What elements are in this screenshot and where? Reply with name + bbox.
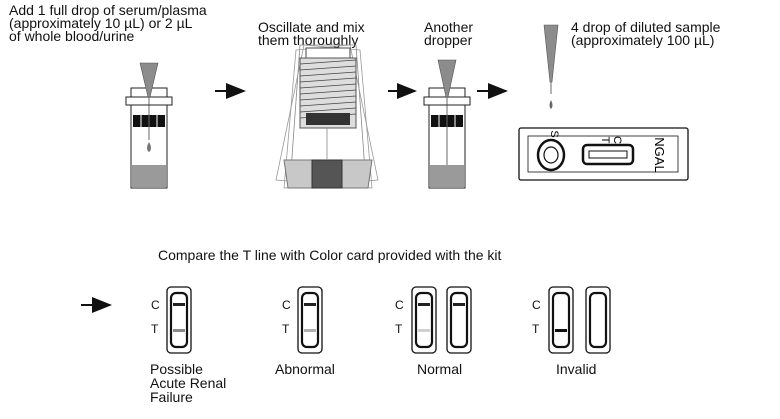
step3-text: Another dropper [424, 19, 474, 48]
strip-window-3 [449, 291, 469, 349]
step2-text: Oscillate and mix them thoroughly [258, 19, 365, 48]
oscillating-tubes [275, 44, 379, 189]
strip-window-0 [169, 291, 189, 349]
result-label-1: Abnormal [275, 361, 335, 377]
mark-t-1: T [151, 322, 159, 336]
instruction-text: Compare the T line with Color card provi… [158, 247, 502, 263]
mark-t-4: T [532, 322, 540, 336]
c-line-3 [453, 303, 465, 306]
strip-window-5 [588, 291, 608, 349]
sample-tube-2 [423, 59, 471, 189]
strip-window-4 [551, 291, 571, 349]
result-label-2: Normal [417, 361, 463, 377]
step1-text: Add 1 full drop of serum/plasma (approxi… [9, 2, 207, 44]
result-strips [166, 286, 611, 354]
drop-icon [549, 100, 553, 109]
dropper-tip-icon [437, 59, 457, 98]
result-label-3: Invalid [556, 361, 597, 377]
mark-t-3: T [395, 322, 403, 336]
mark-c-1: C [151, 298, 160, 312]
mark-c-4: C [532, 298, 541, 312]
t-line-1 [304, 329, 316, 332]
cassette-t-mark: T [599, 137, 611, 144]
mark-t-2: T [282, 322, 290, 336]
mark-c-3: C [395, 298, 404, 312]
t-line-2 [418, 329, 430, 332]
result-label-0: Possible Acute Renal Failure [150, 361, 227, 405]
t-line-4 [555, 329, 567, 332]
pipette [543, 24, 559, 109]
mark-c-2: C [282, 298, 291, 312]
strip-window-1 [300, 291, 320, 349]
step4-text: 4 drop of diluted sample (approximately … [571, 19, 721, 48]
dropper-tip-icon [139, 62, 159, 98]
cassette-brand: NGAL [652, 137, 667, 172]
strip-window-2 [414, 291, 434, 349]
well-label: S [548, 130, 560, 137]
sample-tube-1 [125, 62, 173, 189]
t-line-0 [173, 329, 185, 332]
test-cassette [518, 127, 689, 181]
c-line-1 [304, 303, 316, 306]
c-line-0 [173, 303, 185, 306]
drop-icon [147, 142, 151, 152]
c-line-2 [418, 303, 430, 306]
cassette-c-mark: C [611, 136, 623, 144]
